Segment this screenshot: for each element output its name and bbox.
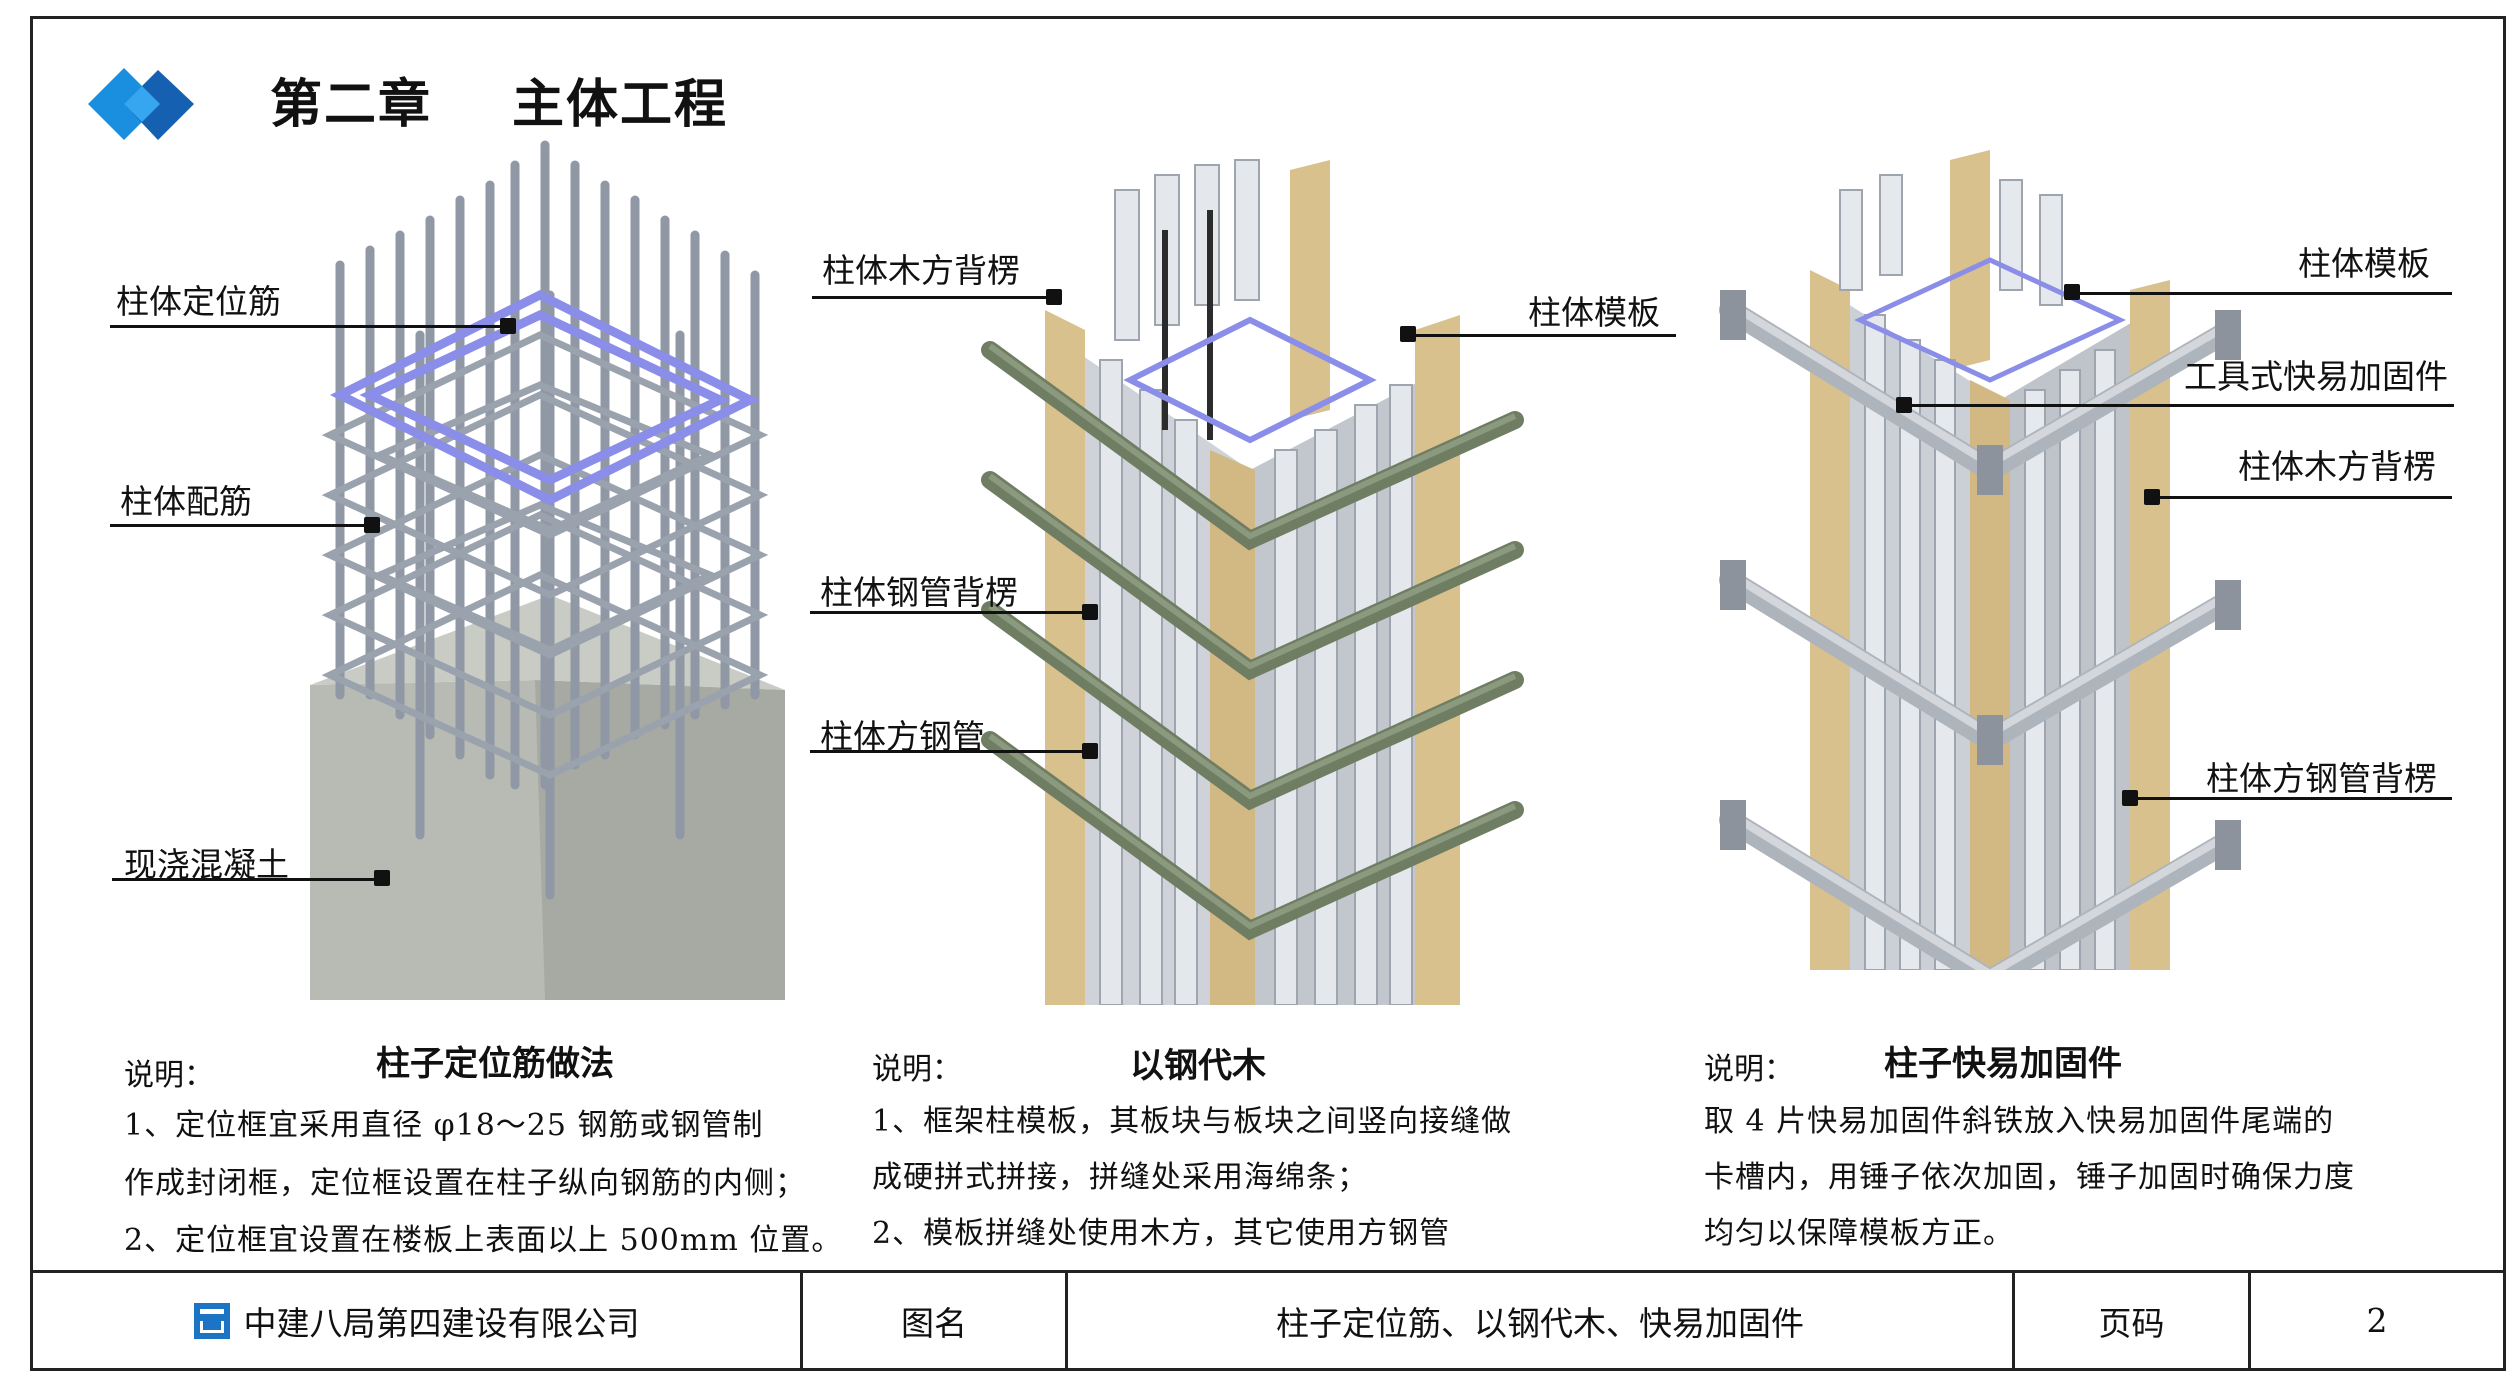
leader-line xyxy=(110,524,372,527)
leader-line xyxy=(110,325,510,328)
leader-dot xyxy=(2064,284,2080,300)
leader-dot xyxy=(1082,743,1098,759)
panel1-line: 1、定位框宜采用直径 φ18～25 钢筋或钢管制 xyxy=(124,1108,764,1143)
page-number: 2 xyxy=(2366,1301,2388,1340)
panel1-heading: 柱子定位筋做法 xyxy=(376,1044,614,1084)
panel1-desc-label: 说明： xyxy=(124,1058,214,1093)
leader-line xyxy=(2152,496,2452,499)
callout-timber-waler-3: 柱体木方背楞 xyxy=(2238,447,2436,486)
leader-line xyxy=(1406,334,1676,337)
page-label: 页码 xyxy=(2015,1273,2251,1368)
leader-dot xyxy=(1046,289,1062,305)
panel3-heading: 柱子快易加固件 xyxy=(1884,1044,2122,1084)
leader-dot xyxy=(364,517,380,533)
steel-for-timber-formwork-illustration xyxy=(981,159,1524,1005)
callout-timber-waler: 柱体木方背楞 xyxy=(822,251,1020,290)
panel3-line: 取 4 片快易加固件斜铁放入快易加固件尾端的 xyxy=(1704,1104,2335,1139)
drawing-name-label: 图名 xyxy=(803,1273,1068,1368)
panel1-line: 2、定位框宜设置在楼板上表面以上 500mm 位置。 xyxy=(124,1223,843,1258)
panel1-line: 作成封闭框，定位框设置在柱子纵向钢筋的内侧； xyxy=(124,1166,806,1201)
leader-dot xyxy=(2122,790,2138,806)
leader-line xyxy=(810,750,1090,753)
column-rebar-illustration xyxy=(310,140,785,1000)
callout-formwork: 柱体模板 xyxy=(1528,293,1660,332)
chapter-subject: 主体工程 xyxy=(512,75,729,135)
company-name: 中建八局第四建设有限公司 xyxy=(243,1303,640,1343)
page-border xyxy=(30,16,2506,1371)
leader-dot xyxy=(1896,397,1912,413)
leader-dot xyxy=(1400,326,1416,342)
callout-cast-concrete: 现浇混凝土 xyxy=(124,845,289,884)
panel2-line: 1、框架柱模板，其板块与板块之间竖向接缝做 xyxy=(872,1104,1513,1139)
callout-steel-pipe-waler: 柱体钢管背楞 xyxy=(820,573,1018,612)
leader-line xyxy=(1904,404,2454,407)
panel3-line: 均匀以保障模板方正。 xyxy=(1704,1216,2014,1251)
callout-square-steel-waler: 柱体方钢管背楞 xyxy=(2206,759,2437,798)
leader-line xyxy=(2072,292,2452,295)
callout-column-rebar: 柱体配筋 xyxy=(120,482,252,521)
leader-dot xyxy=(374,870,390,886)
leader-line xyxy=(810,611,1090,614)
panel3-desc-label: 说明： xyxy=(1704,1052,1794,1087)
leader-line xyxy=(112,878,382,881)
title-block: 中建八局第四建设有限公司 图名 柱子定位筋、以钢代木、快易加固件 页码 2 xyxy=(33,1270,2503,1368)
company-diamond-logo-icon xyxy=(88,68,194,140)
drawing-name: 柱子定位筋、以钢代木、快易加固件 xyxy=(1068,1273,2015,1368)
panel3-line: 卡槽内，用锤子依次加固，锤子加固时确保力度 xyxy=(1704,1160,2355,1195)
chapter-title: 第二章 主体工程 xyxy=(270,62,808,137)
callout-quick-clamp: 工具式快易加固件 xyxy=(2184,357,2448,396)
leader-line xyxy=(812,296,1052,299)
leader-dot xyxy=(500,318,516,334)
panel2-line: 成硬拼式拼接，拼缝处采用海绵条； xyxy=(872,1160,1368,1195)
panel2-heading: 以钢代木 xyxy=(1130,1046,1266,1086)
panel2-line: 2、模板拼缝处使用木方，其它使用方钢管 xyxy=(872,1216,1451,1251)
callout-positioning-bar: 柱体定位筋 xyxy=(116,282,281,321)
callout-square-steel-tube: 柱体方钢管 xyxy=(820,717,985,756)
company-logo-icon xyxy=(193,1302,230,1339)
leader-line xyxy=(2130,797,2452,800)
leader-dot xyxy=(1082,604,1098,620)
quick-clamp-formwork-illustration xyxy=(1719,150,2241,970)
company-cell: 中建八局第四建设有限公司 xyxy=(33,1273,803,1368)
chapter-number: 第二章 xyxy=(270,75,433,135)
panel2-desc-label: 说明： xyxy=(872,1052,962,1087)
callout-formwork-3: 柱体模板 xyxy=(2298,244,2430,283)
leader-dot xyxy=(2144,489,2160,505)
